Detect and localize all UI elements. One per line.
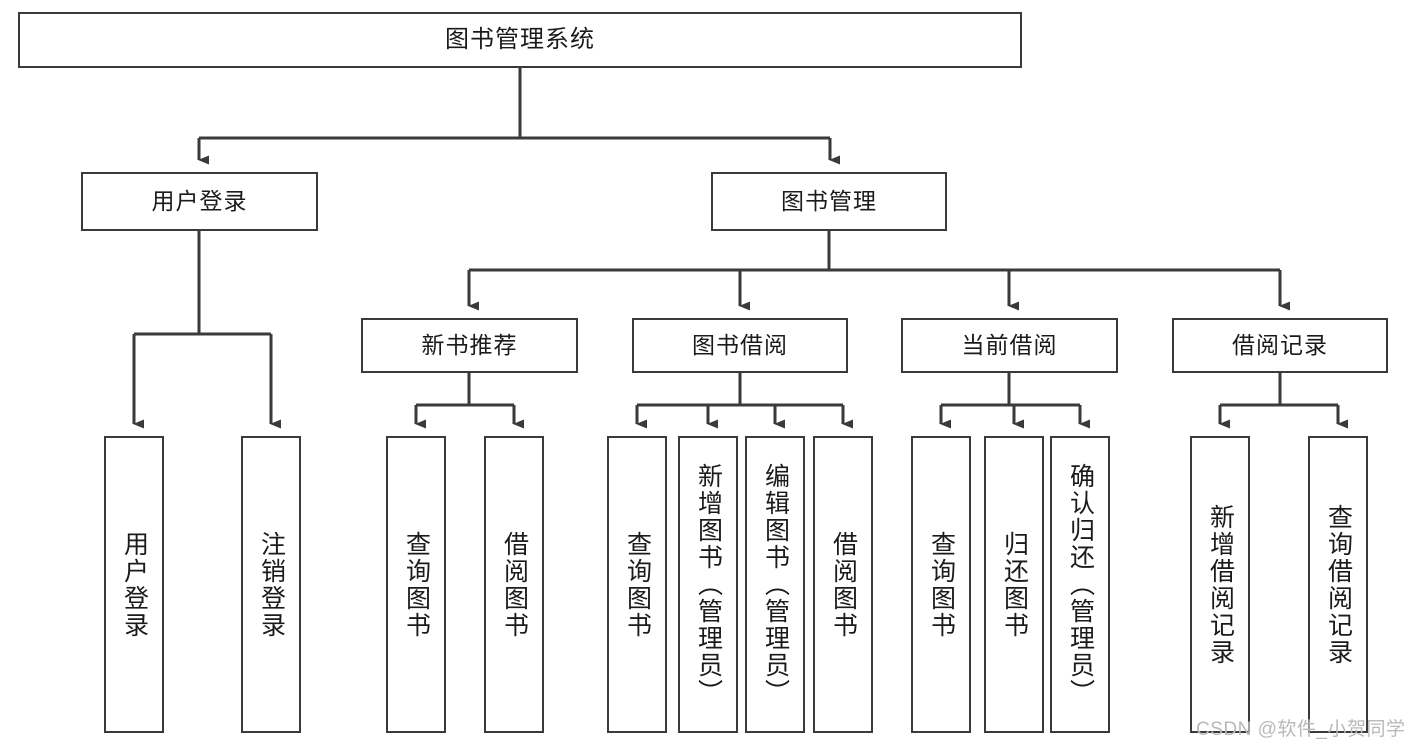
node-leaf-edit-book[interactable]: 编辑图书（管理员） xyxy=(745,436,805,733)
node-book-borrow[interactable]: 图书借阅 xyxy=(632,318,848,373)
node-borrow-record-label: 借阅记录 xyxy=(1232,331,1328,358)
node-leaf-borrow-book-rec-label: 借阅图书 xyxy=(500,530,529,639)
node-leaf-query-book-rec[interactable]: 查询图书 xyxy=(386,436,446,733)
node-leaf-edit-book-label: 编辑图书（管理员） xyxy=(761,463,790,706)
node-book-borrow-label: 图书借阅 xyxy=(692,331,788,358)
node-leaf-return-book[interactable]: 归还图书 xyxy=(984,436,1044,733)
node-leaf-query-record-label: 查询借阅记录 xyxy=(1324,503,1353,666)
node-leaf-user-login-label: 用户登录 xyxy=(120,530,149,639)
node-root-label: 图书管理系统 xyxy=(445,25,595,53)
node-user-login[interactable]: 用户登录 xyxy=(81,172,318,231)
node-new-book-rec-label: 新书推荐 xyxy=(421,331,518,358)
node-leaf-user-login[interactable]: 用户登录 xyxy=(104,436,164,733)
node-book-manage[interactable]: 图书管理 xyxy=(711,172,947,231)
node-book-manage-label: 图书管理 xyxy=(781,187,877,214)
node-borrow-record[interactable]: 借阅记录 xyxy=(1172,318,1388,373)
node-leaf-logout[interactable]: 注销登录 xyxy=(241,436,301,733)
node-leaf-query-book-borrow-label: 查询图书 xyxy=(623,530,652,639)
node-leaf-borrow-book[interactable]: 借阅图书 xyxy=(813,436,873,733)
node-leaf-query-book-rec-label: 查询图书 xyxy=(402,530,431,639)
node-leaf-add-record-label: 新增借阅记录 xyxy=(1206,503,1235,666)
node-current-borrow[interactable]: 当前借阅 xyxy=(901,318,1118,373)
node-leaf-add-book-label: 新增图书（管理员） xyxy=(694,463,723,706)
node-leaf-add-record[interactable]: 新增借阅记录 xyxy=(1190,436,1250,733)
node-user-login-label: 用户登录 xyxy=(151,187,248,214)
node-leaf-borrow-book-rec[interactable]: 借阅图书 xyxy=(484,436,544,733)
node-leaf-confirm-return[interactable]: 确认归还（管理员） xyxy=(1050,436,1110,733)
node-leaf-query-book-borrow[interactable]: 查询图书 xyxy=(607,436,667,733)
node-root[interactable]: 图书管理系统 xyxy=(18,12,1022,68)
node-leaf-query-book-cur[interactable]: 查询图书 xyxy=(911,436,971,733)
node-leaf-confirm-return-label: 确认归还（管理员） xyxy=(1066,463,1095,706)
watermark-text: CSDN @软件_小贺同学 xyxy=(1196,719,1405,740)
node-leaf-borrow-book-label: 借阅图书 xyxy=(829,530,858,639)
node-leaf-return-book-label: 归还图书 xyxy=(1000,530,1029,639)
node-current-borrow-label: 当前借阅 xyxy=(961,331,1058,358)
node-leaf-query-book-cur-label: 查询图书 xyxy=(927,530,956,639)
node-leaf-logout-label: 注销登录 xyxy=(257,530,286,639)
node-new-book-rec[interactable]: 新书推荐 xyxy=(361,318,578,373)
node-leaf-query-record[interactable]: 查询借阅记录 xyxy=(1308,436,1368,733)
node-leaf-add-book[interactable]: 新增图书（管理员） xyxy=(678,436,738,733)
